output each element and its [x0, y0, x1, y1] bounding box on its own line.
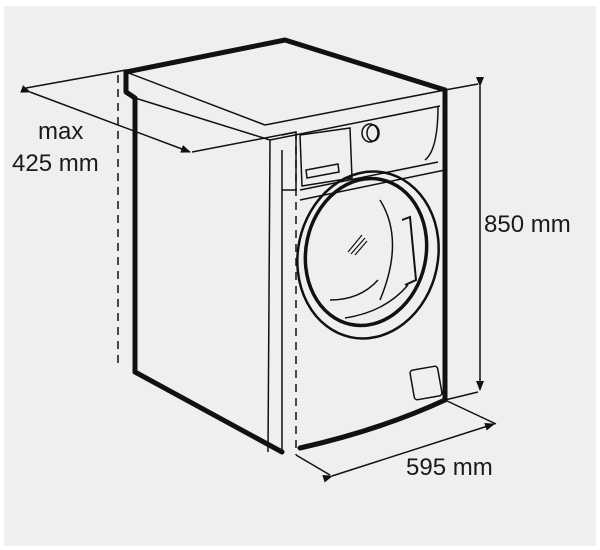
- depth-dimension: [20, 69, 297, 153]
- machine-body-outline: [123, 37, 448, 455]
- detergent-drawer: [299, 127, 353, 187]
- height-label: 850 mm: [484, 211, 571, 238]
- depth-label-value: 425 mm: [12, 150, 99, 177]
- depth-label-max: max: [38, 118, 84, 145]
- width-label: 595 mm: [406, 454, 493, 481]
- door-porthole: [296, 170, 440, 340]
- service-flap: [409, 365, 443, 401]
- height-dimension: [444, 77, 484, 401]
- program-knob: [361, 123, 380, 143]
- width-dimension: [295, 399, 497, 483]
